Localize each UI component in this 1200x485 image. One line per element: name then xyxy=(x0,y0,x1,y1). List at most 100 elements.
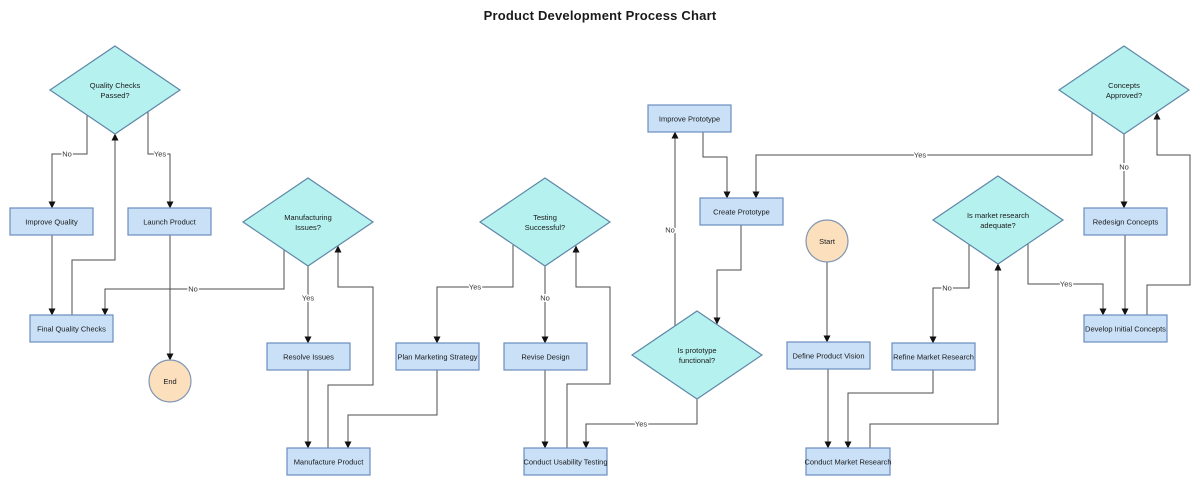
edge-usability-testing xyxy=(566,245,611,448)
node-label-start: Start xyxy=(819,237,836,246)
node-plan_marketing[interactable]: Plan Marketing Strategy xyxy=(395,342,480,371)
process-shape[interactable] xyxy=(29,314,114,343)
process-shape[interactable] xyxy=(9,207,94,236)
node-develop_concepts[interactable]: Develop Initial Concepts xyxy=(1083,314,1168,343)
node-label-conduct_usability: Conduct Usability Testing xyxy=(523,457,607,466)
node-final_quality_checks[interactable]: Final Quality Checks xyxy=(29,314,114,343)
node-label-revise_design: Revise Design xyxy=(521,352,569,361)
node-manufacture_product[interactable]: Manufacture Product xyxy=(286,447,371,476)
terminal-shape[interactable] xyxy=(148,359,192,403)
chart-title: Product Development Process Chart xyxy=(483,8,717,23)
node-end[interactable]: End xyxy=(148,359,192,403)
edge-testing-marketing xyxy=(433,245,514,344)
node-label-improve_quality: Improve Quality xyxy=(25,217,78,226)
node-label-conduct_research: Conduct Market Research xyxy=(804,457,891,466)
node-redesign_concepts[interactable]: Redesign Concepts xyxy=(1083,207,1168,236)
edge-develop-approved xyxy=(1146,112,1191,315)
node-create_prototype[interactable]: Create Prototype xyxy=(699,197,784,226)
node-conduct_research[interactable]: Conduct Market Research xyxy=(804,447,892,476)
node-label-improve_prototype: Improve Prototype xyxy=(659,114,720,123)
decision-shape[interactable] xyxy=(478,177,612,267)
edge-label-adequate-refine: No xyxy=(942,284,952,293)
edge-label-adequate-develop: Yes xyxy=(1060,280,1072,289)
process-shape[interactable] xyxy=(503,342,588,371)
edge-qcpassed-launch xyxy=(147,112,174,209)
node-conduct_usability[interactable]: Conduct Usability Testing xyxy=(523,447,608,476)
edge-label-qcpassed-improve: No xyxy=(62,150,72,159)
edge-approved-create xyxy=(752,112,1093,199)
decision-shape[interactable] xyxy=(48,45,182,135)
edge-refine-conduct xyxy=(844,370,934,449)
edge-create-functional xyxy=(713,225,742,325)
edge-conduct-adequate xyxy=(869,263,1002,448)
edge-adequate-develop xyxy=(1027,244,1107,316)
edge-label-testing-marketing: Yes xyxy=(469,283,481,292)
process-shape[interactable] xyxy=(286,447,371,476)
node-label-refine_research: Refine Market Research xyxy=(893,352,974,361)
node-label-end: End xyxy=(163,377,176,386)
node-revise_design[interactable]: Revise Design xyxy=(503,342,588,371)
edge-label-approved-redesign: No xyxy=(1119,163,1129,172)
process-shape[interactable] xyxy=(1083,207,1168,236)
node-launch_product[interactable]: Launch Product xyxy=(127,207,212,236)
edge-label-testing-revise: No xyxy=(540,294,550,303)
edge-marketing-manufacture xyxy=(344,370,438,449)
node-label-resolve_issues: Resolve Issues xyxy=(283,352,334,361)
node-label-plan_marketing: Plan Marketing Strategy xyxy=(397,352,477,361)
edge-qcpassed-improve xyxy=(48,115,88,209)
process-shape[interactable] xyxy=(699,197,784,226)
node-start[interactable]: Start xyxy=(805,219,849,263)
edge-label-functional-improve: No xyxy=(665,226,675,235)
decision-shape[interactable] xyxy=(630,310,764,400)
node-label-final_quality_checks: Final Quality Checks xyxy=(37,324,106,333)
edge-issues-finalqc xyxy=(101,250,285,316)
decision-shape[interactable] xyxy=(241,177,375,267)
edge-label-issues-finalqc: No xyxy=(188,285,198,294)
process-shape[interactable] xyxy=(891,342,976,371)
edge-label-functional-usability: Yes xyxy=(635,420,647,429)
process-shape[interactable] xyxy=(805,447,891,476)
node-label-create_prototype: Create Prototype xyxy=(713,207,770,216)
decision-shape[interactable] xyxy=(931,175,1065,265)
node-resolve_issues[interactable]: Resolve Issues xyxy=(266,342,351,371)
process-shape[interactable] xyxy=(786,341,871,370)
node-label-develop_concepts: Develop Initial Concepts xyxy=(1085,324,1166,333)
node-label-launch_product: Launch Product xyxy=(143,217,196,226)
edge-finalqc-qcpassed xyxy=(71,133,119,315)
decision-shape[interactable] xyxy=(1057,45,1191,135)
edges-layer xyxy=(48,112,1191,449)
terminal-shape[interactable] xyxy=(805,219,849,263)
edge-adequate-refine xyxy=(929,244,970,344)
process-shape[interactable] xyxy=(266,342,351,371)
node-improve_quality[interactable]: Improve Quality xyxy=(9,207,94,236)
edge-label-issues-resolve: Yes xyxy=(302,294,314,303)
process-shape[interactable] xyxy=(647,104,732,133)
node-improve_prototype[interactable]: Improve Prototype xyxy=(647,104,732,133)
edge-manufacture-issues xyxy=(327,245,374,448)
node-label-redesign_concepts: Redesign Concepts xyxy=(1093,217,1159,226)
process-shape[interactable] xyxy=(1083,314,1168,343)
process-shape[interactable] xyxy=(523,447,608,476)
edge-label-qcpassed-launch: Yes xyxy=(154,150,166,159)
process-shape[interactable] xyxy=(395,342,480,371)
node-refine_research[interactable]: Refine Market Research xyxy=(891,342,976,371)
node-define_vision[interactable]: Define Product Vision xyxy=(786,341,871,370)
edge-functional-usability xyxy=(582,399,698,449)
process-shape[interactable] xyxy=(127,207,212,236)
